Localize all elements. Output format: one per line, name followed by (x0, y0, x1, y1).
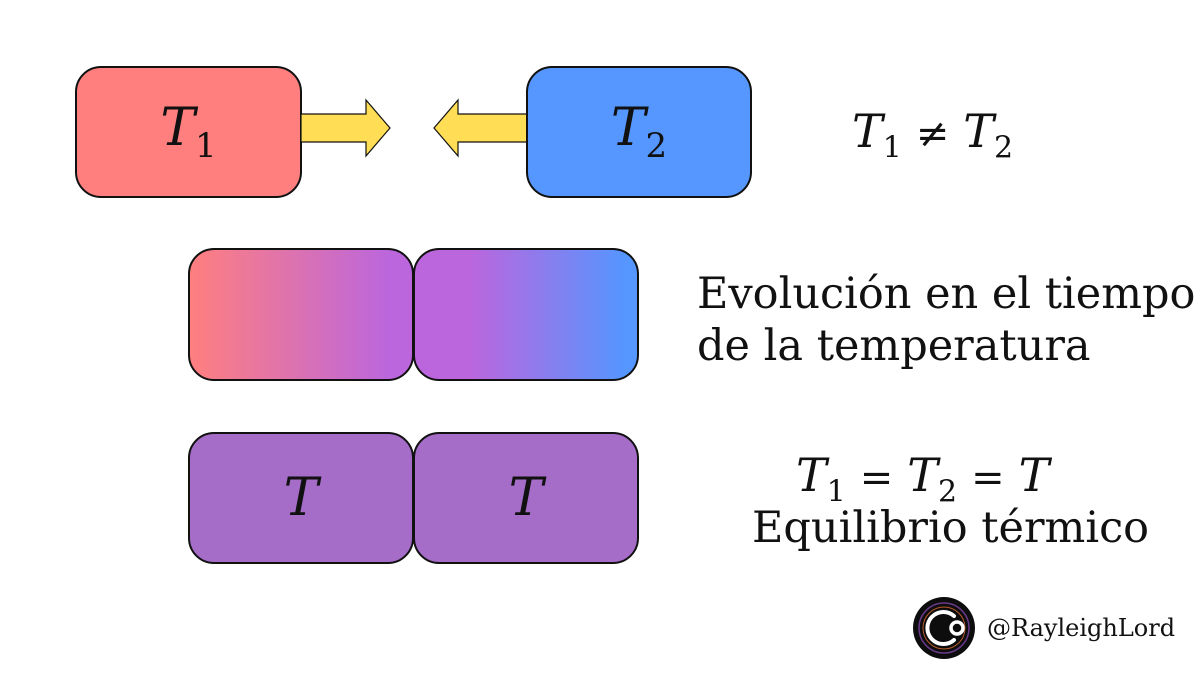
equilibrium-left-box: T (188, 432, 414, 564)
cold-body-label: T2 (610, 97, 668, 166)
rayleighlord-avatar-icon (913, 597, 975, 659)
evolving-body-left-box (188, 248, 414, 381)
inequality-relation: T1≠T2 (852, 104, 1014, 166)
time-evolution-caption-line1: Evolución en el tiempo (697, 269, 1196, 319)
hot-body-box: T1 (75, 66, 302, 198)
equilibrium-right-label: T (508, 468, 544, 528)
equilibrium-caption: Equilibrio térmico (752, 503, 1150, 553)
time-evolution-caption: Evolución en el tiempo de la temperatura (697, 268, 1195, 373)
cold-body-box: T2 (526, 66, 752, 198)
equilibrium-left-label: T (283, 468, 319, 528)
equality-relation: T1=T2=T (796, 448, 1050, 510)
evolving-body-right-box (413, 248, 639, 381)
time-evolution-caption-line2: de la temperatura (697, 321, 1091, 372)
author-handle: @RayleighLord (987, 614, 1176, 642)
hot-body-label: T1 (160, 97, 217, 166)
heat-arrow-left-icon (433, 98, 529, 158)
heat-arrow-right-icon (300, 98, 391, 158)
equilibrium-right-box: T (413, 432, 639, 564)
